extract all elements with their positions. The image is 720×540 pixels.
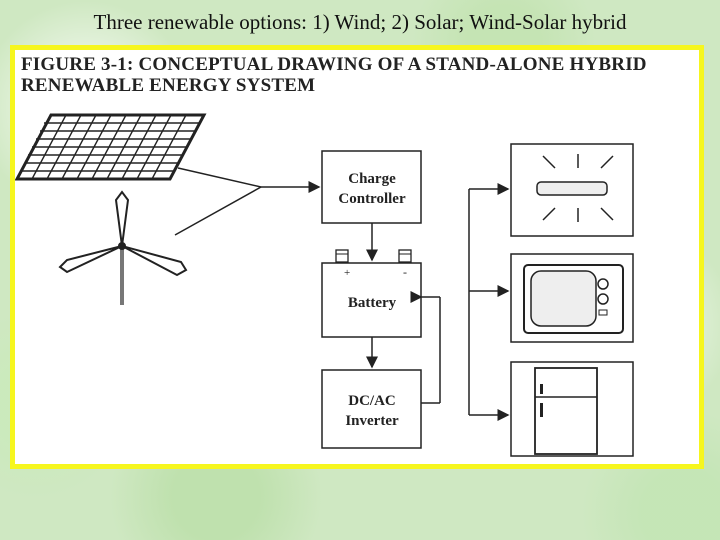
slide-title: Three renewable options: 1) Wind; 2) Sol…	[93, 10, 627, 34]
battery-label: Battery	[348, 295, 397, 311]
output-lines	[410, 183, 510, 421]
battery-terminal-left-icon	[335, 249, 349, 263]
charge-controller-box: Charge Controller	[321, 150, 422, 224]
charge-controller-label-2: Controller	[338, 191, 406, 207]
solar-panel-icon	[15, 113, 207, 181]
charge-controller-label-1: Charge	[348, 171, 396, 187]
figure-caption: FIGURE 3-1: CONCEPTUAL DRAWING OF A STAN…	[21, 54, 701, 96]
television-icon	[510, 253, 634, 343]
input-lines	[174, 167, 321, 236]
inverter-label-1: DC/AC	[348, 393, 396, 409]
battery-terminal-right-icon	[398, 249, 412, 263]
refrigerator-icon	[510, 361, 634, 457]
system-diagram: Charge Controller + - Battery DC/AC	[15, 113, 634, 457]
battery-box: + - Battery	[321, 249, 422, 338]
inverter-label-2: Inverter	[345, 413, 399, 429]
light-bulb-icon	[510, 143, 634, 237]
battery-terminal-minus: -	[403, 265, 407, 279]
wind-turbine-icon	[58, 190, 188, 305]
figure-frame: FIGURE 3-1: CONCEPTUAL DRAWING OF A STAN…	[10, 45, 704, 469]
battery-terminal-plus: +	[344, 267, 350, 279]
inverter-box: DC/AC Inverter	[321, 369, 422, 449]
figure-caption-line2: RENEWABLE ENERGY SYSTEM	[21, 75, 316, 96]
figure-caption-line1: FIGURE 3-1: CONCEPTUAL DRAWING OF A STAN…	[21, 54, 647, 75]
